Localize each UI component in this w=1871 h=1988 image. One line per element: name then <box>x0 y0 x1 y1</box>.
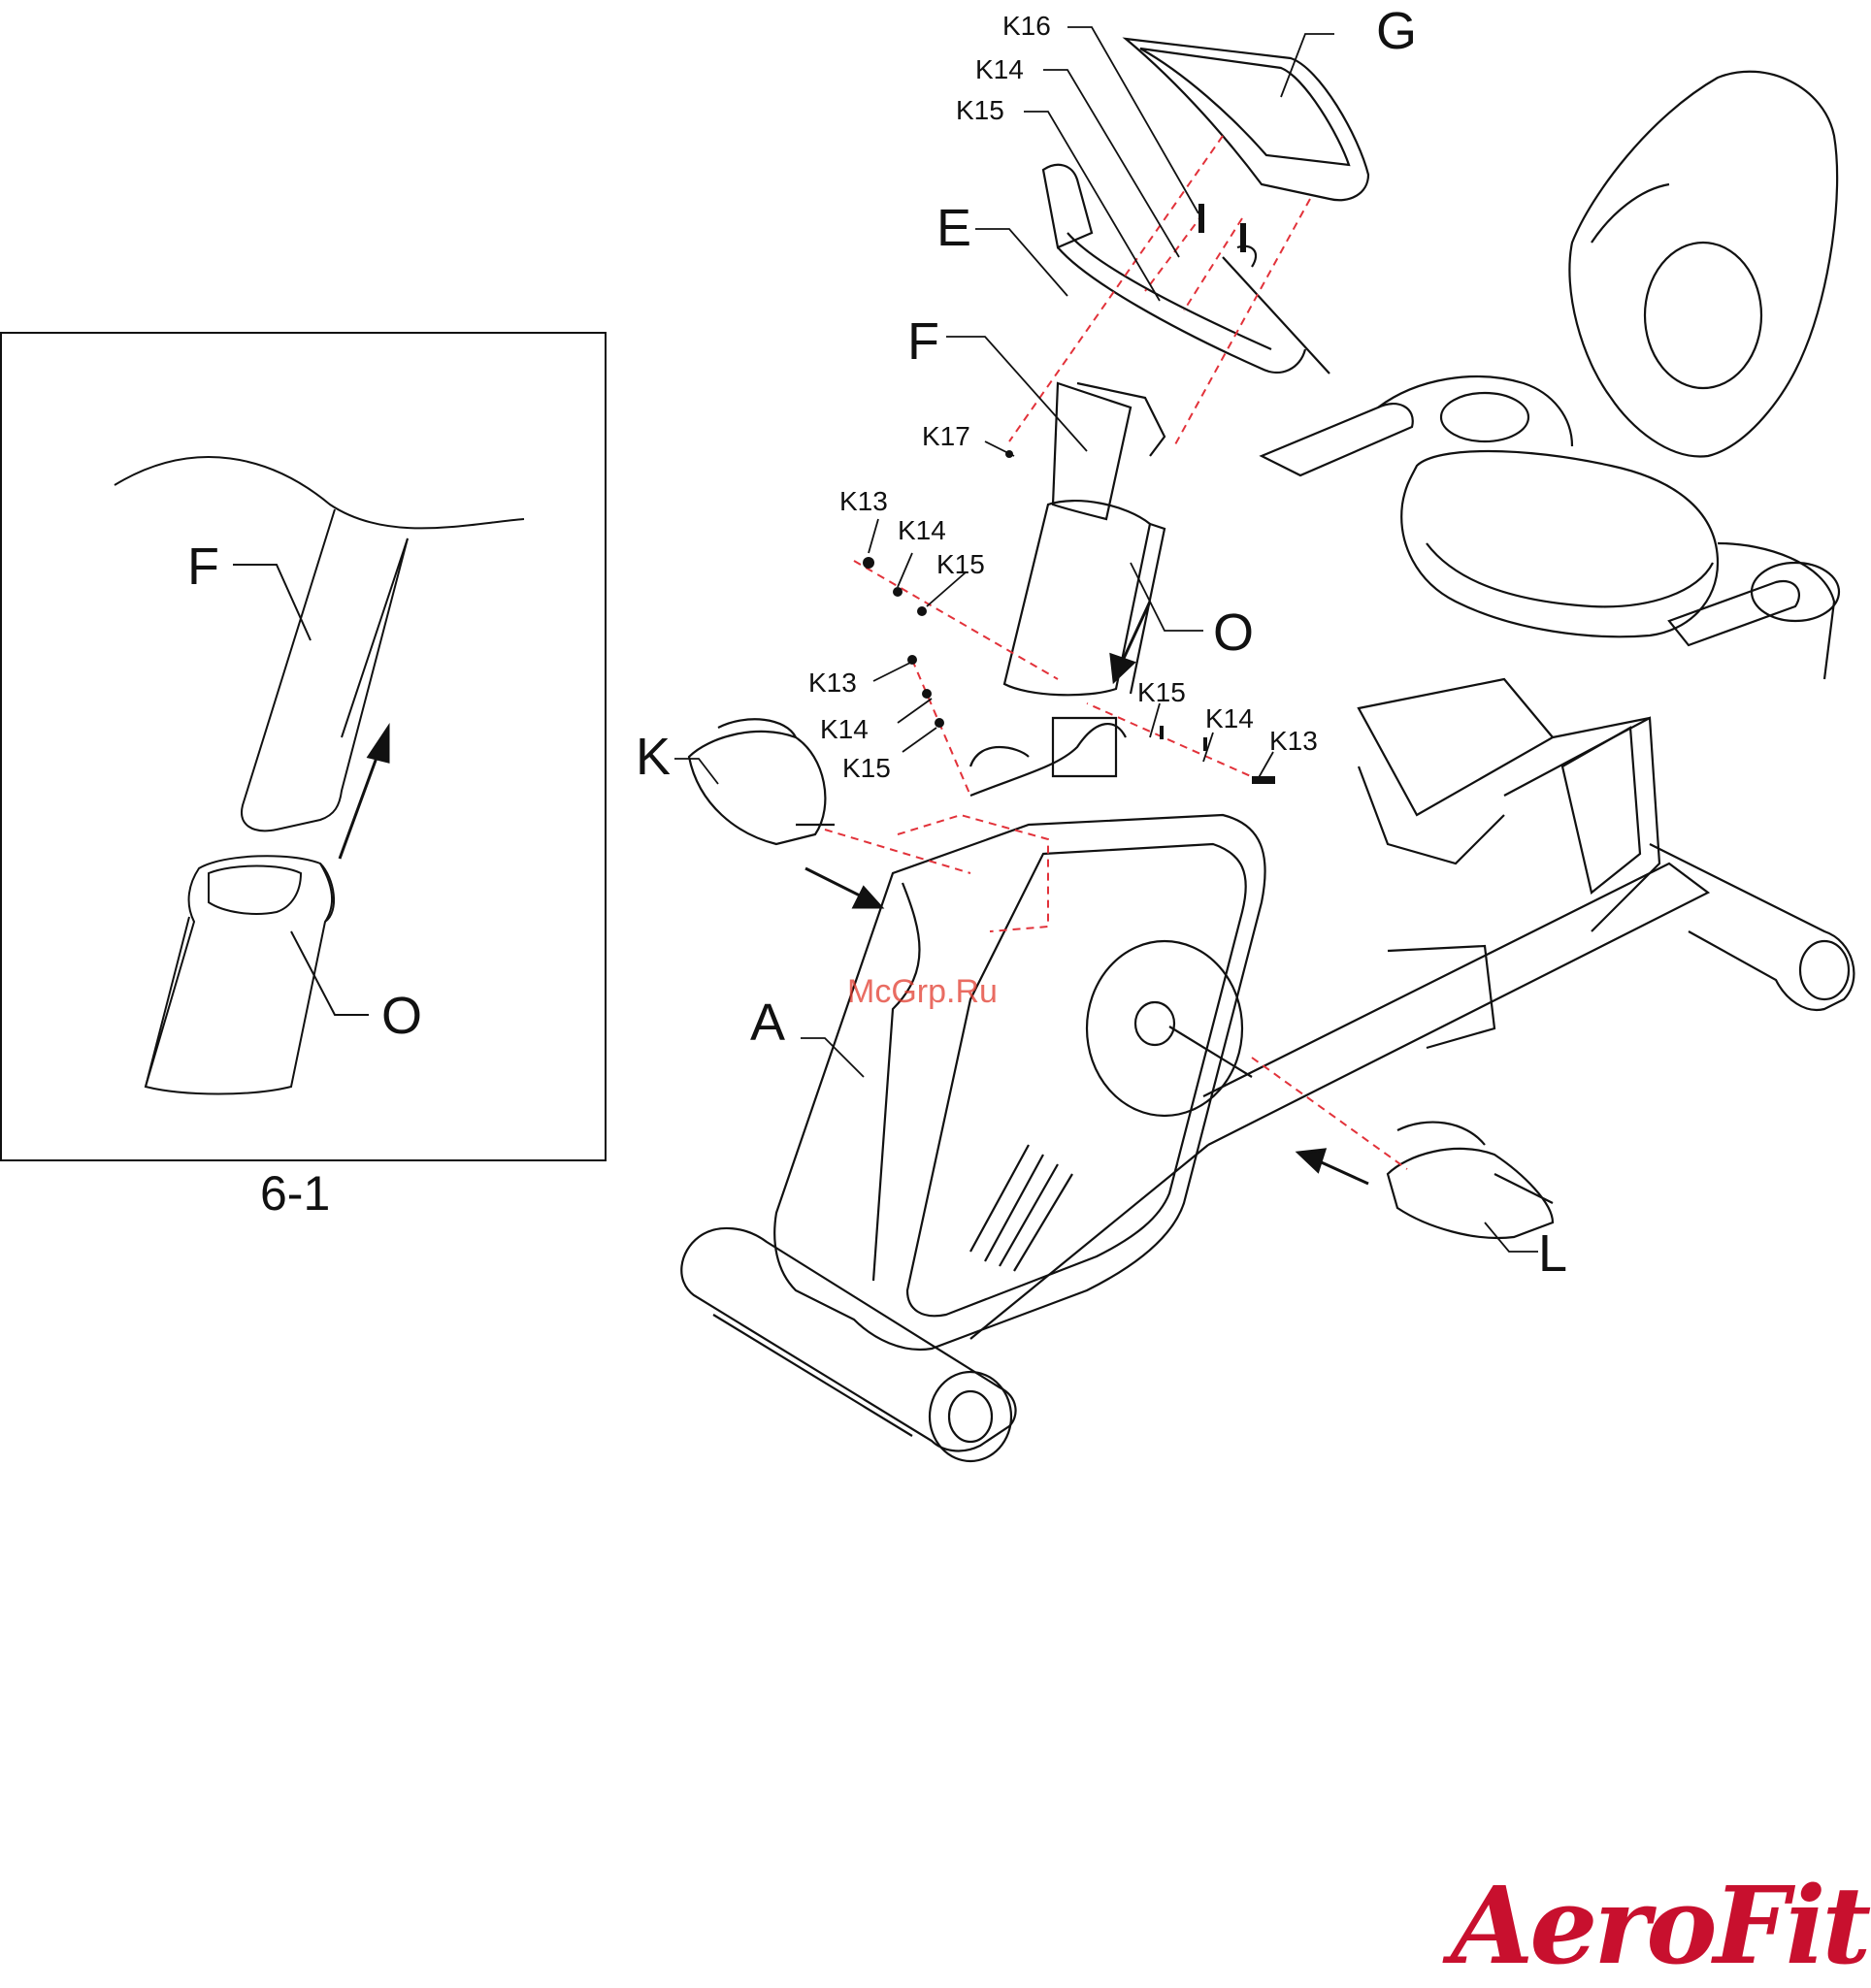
inset-leaders <box>233 565 369 1015</box>
label-K15-b: K15 <box>842 755 891 782</box>
inset-arrow <box>340 728 388 859</box>
label-K15-top: K15 <box>956 97 1004 124</box>
label-K16: K16 <box>1002 13 1051 40</box>
label-F: F <box>907 315 939 368</box>
label-K15-c: K15 <box>1137 679 1186 706</box>
label-O: O <box>1213 606 1254 659</box>
inset-label-O: O <box>381 990 422 1042</box>
label-K14-c: K14 <box>1205 705 1254 733</box>
label-K: K <box>636 731 671 783</box>
label-K14-b: K14 <box>820 716 869 743</box>
label-K14-top: K14 <box>975 56 1024 83</box>
label-K15-a: K15 <box>936 551 985 578</box>
label-K17: K17 <box>922 423 970 450</box>
inset-detail <box>1 333 606 1160</box>
label-K13-c: K13 <box>1269 728 1318 755</box>
inset-caption: 6-1 <box>260 1169 330 1218</box>
label-K14-a: K14 <box>898 517 946 544</box>
label-A: A <box>750 996 785 1049</box>
hardware <box>863 204 1275 784</box>
inset-label-F: F <box>187 540 219 593</box>
direction-arrows <box>805 602 1368 1184</box>
label-G: G <box>1376 5 1417 57</box>
aerofit-logo: AeroFit <box>1451 1863 1867 1988</box>
bike-outline <box>681 39 1854 1461</box>
label-E: E <box>936 202 971 254</box>
watermark: McGrp.Ru <box>847 973 998 1011</box>
label-K13-b: K13 <box>808 669 857 697</box>
label-L: L <box>1538 1227 1567 1280</box>
label-leaders <box>674 27 1538 1252</box>
assembly-dashed-lines <box>825 136 1407 1169</box>
label-K13-a: K13 <box>839 488 888 515</box>
